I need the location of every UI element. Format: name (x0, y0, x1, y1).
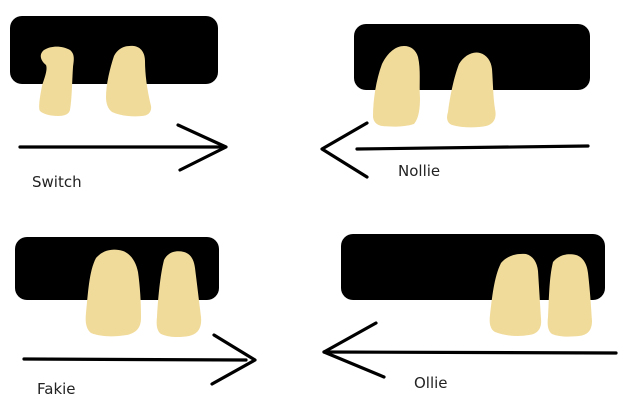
arrow-fakie-shaft (24, 359, 246, 360)
panel-switch: Switch (10, 16, 226, 191)
foot-fakie-left (86, 250, 141, 337)
foot-ollie-right (548, 254, 592, 336)
arrow-ollie-head (324, 323, 384, 377)
label-switch: Switch (32, 173, 82, 191)
panel-nollie: Nollie (322, 24, 590, 180)
panel-ollie: Ollie (324, 234, 616, 392)
label-fakie: Fakie (37, 380, 76, 398)
arrow-nollie-shaft (357, 146, 588, 149)
panel-fakie: Fakie (15, 237, 255, 398)
label-ollie: Ollie (414, 374, 448, 392)
label-nollie: Nollie (398, 162, 440, 180)
foot-switch-back (39, 47, 74, 116)
arrow-ollie-shaft (324, 352, 616, 353)
